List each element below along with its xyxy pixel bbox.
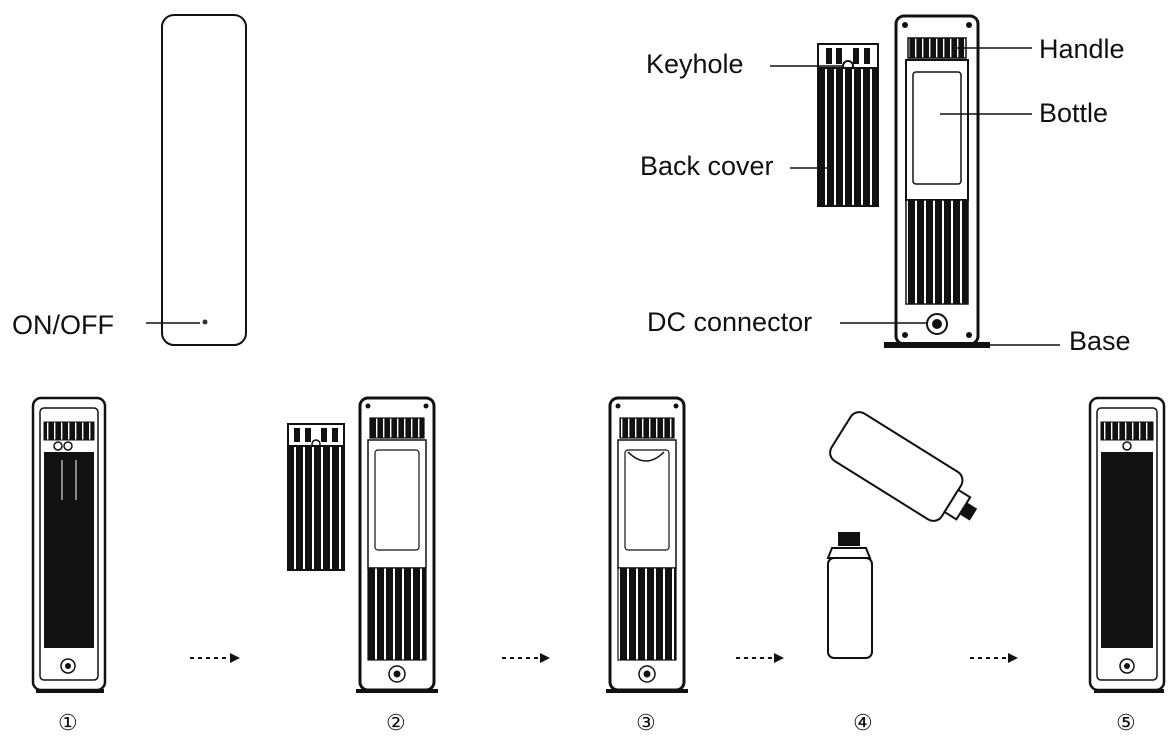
step-number-4: ④: [853, 710, 873, 735]
step-number-2: ②: [386, 710, 406, 735]
step-3-device: [606, 396, 688, 693]
step-5-device: [1088, 396, 1166, 693]
step-number-3: ③: [636, 710, 656, 735]
step-4-refill: [826, 411, 978, 659]
arrow-1-to-2: [190, 653, 240, 663]
step-2-device: [287, 396, 438, 693]
on-off-label: ON/OFF: [12, 310, 114, 340]
power-button: [202, 319, 208, 325]
arrow-4-to-5: [970, 653, 1018, 663]
dc-connector-label: DC connector: [647, 307, 812, 337]
base-part: [884, 342, 990, 348]
bottle-part: [912, 71, 962, 185]
device-front-view: ON/OFF: [12, 14, 247, 346]
step-number-1: ①: [58, 710, 78, 735]
back-cover-part: [817, 43, 879, 207]
arrow-3-to-4: [736, 653, 784, 663]
arrow-2-to-3: [502, 653, 550, 663]
device-back-view: Keyhole Handle Bottle Back cover DC conn…: [640, 14, 1131, 356]
bottle-label: Bottle: [1039, 98, 1108, 128]
back-cover-label: Back cover: [640, 151, 774, 181]
keyhole-label: Keyhole: [646, 49, 744, 79]
handle-label: Handle: [1039, 34, 1125, 64]
step-number-5: ⑤: [1116, 710, 1136, 735]
base-label: Base: [1069, 326, 1131, 356]
step-1-device: [31, 396, 107, 693]
